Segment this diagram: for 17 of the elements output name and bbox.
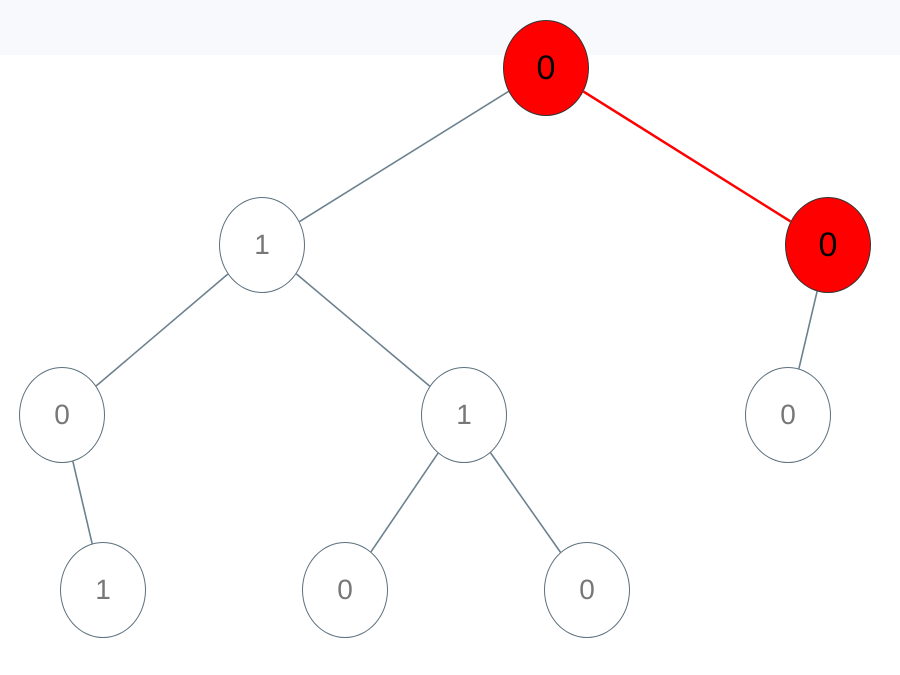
node-value: 0 xyxy=(536,51,556,85)
node-value: 1 xyxy=(456,401,472,429)
node-value: 0 xyxy=(579,576,595,604)
node-value: 1 xyxy=(95,576,111,604)
tree-edge-line xyxy=(296,273,430,387)
node-value: 0 xyxy=(337,576,353,604)
tree-edge-line xyxy=(72,461,93,544)
tree-edge-line xyxy=(299,90,509,222)
tree-edge-line xyxy=(490,452,562,553)
node-value: 0 xyxy=(54,401,70,429)
node-value: 0 xyxy=(780,401,796,429)
node-value: 0 xyxy=(818,228,838,262)
tree-edge-line xyxy=(370,452,439,552)
node-value: 1 xyxy=(254,231,270,259)
tree-edge-line xyxy=(582,90,792,223)
tree-edge-line xyxy=(96,273,228,387)
tree-edge-line xyxy=(798,291,818,369)
